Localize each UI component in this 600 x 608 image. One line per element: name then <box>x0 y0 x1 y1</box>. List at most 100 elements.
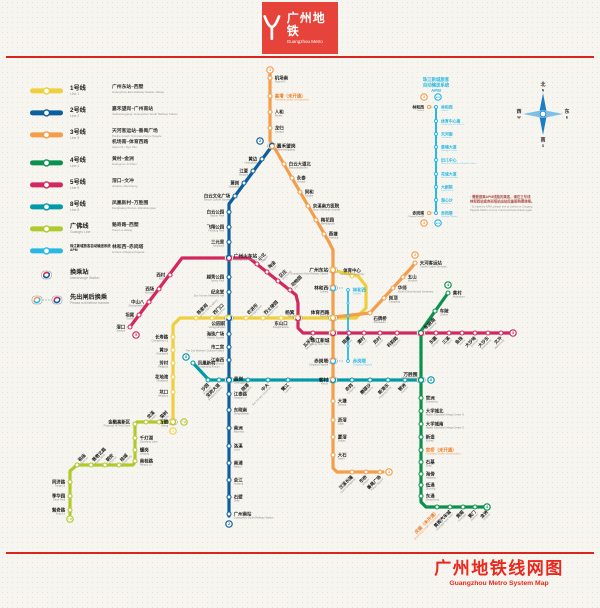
station-datang <box>330 398 336 404</box>
legend-dest-zh: 凤凰新村–万胜围 <box>112 200 149 206</box>
svg-text:金洲Jinzhou: 金洲Jinzhou <box>478 508 492 522</box>
station-jiangnanxi <box>226 357 232 363</box>
terminus-badge-广佛 <box>66 515 74 523</box>
station-gangding <box>381 295 387 301</box>
station-xilang-arc2 <box>170 420 177 426</box>
station-xinzao <box>418 434 424 440</box>
legend-station-dot <box>42 158 51 167</box>
station-label-huangge: 黄阁Huangge <box>454 508 467 522</box>
legend-station-dot <box>42 87 51 95</box>
compass-label: S <box>542 144 545 148</box>
station-shipaiqiao <box>367 310 373 316</box>
svg-text:菊树Jushu: 菊树Jushu <box>158 409 171 422</box>
legend-dest-en: Guangzhou East Railway Station–Xilang <box>112 89 164 94</box>
station-label-nongjiangsuo: 农讲所Nongjiangsuo <box>245 302 263 318</box>
compass-label: N <box>542 89 545 93</box>
svg-text:猎德Liede: 猎德Liede <box>340 334 353 347</box>
terminus-badge-label: APM <box>436 96 441 99</box>
svg-text:动物园Zoo: 动物园Zoo <box>289 274 305 290</box>
apm-inset-l3-linhexi <box>427 105 431 109</box>
station-pujun-beilu <box>88 462 94 468</box>
svg-text:鹭江Lujiang: 鹭江Lujiang <box>279 381 292 394</box>
terminus-badge-label: 广佛 <box>182 420 186 424</box>
exit-transfer-icon-b-arc <box>53 297 61 304</box>
legend-dest-zh: 林和西–赤岗塔 <box>112 244 144 250</box>
station-shiqi <box>418 459 424 465</box>
svg-text:新港东Xingang Dong: 新港东Xingang Dong <box>374 381 392 399</box>
station-guanqiao-under-construction <box>418 447 424 453</box>
station-kuiqi-lu <box>67 507 73 513</box>
legend-icon-l4 <box>30 158 63 167</box>
svg-text:车陂南Chebeinan: 车陂南Chebeinan <box>422 316 439 333</box>
svg-text:汉溪长隆Hanxi Changlong: 汉溪长隆Hanxi Changlong <box>336 473 357 494</box>
station-feixiang-park <box>226 224 232 230</box>
legend-dest-en: Jiahewanggang–Guangzhou South Railway St… <box>112 111 178 116</box>
station-nongjiangsuo <box>243 315 249 321</box>
station-tianhe-sports-center <box>349 273 355 279</box>
station-label-keyunlu: 科韵路Keyunlu <box>385 334 401 349</box>
station-dichong <box>418 482 424 488</box>
station-label-dongpu: 东圃Dongpu <box>427 334 440 347</box>
station-chen-clan-academy <box>193 315 199 321</box>
station-sun-yat-sen-memorial-hall <box>226 289 232 295</box>
station-guangzhou-south-railway-station <box>226 511 232 517</box>
legend-icon-gf <box>30 224 63 233</box>
station-label-longxi: 龙溪Longxi <box>145 409 157 422</box>
svg-text:磨碟沙Modiesha: 磨碟沙Modiesha <box>358 381 375 398</box>
apm-note-line: 林和西站或赤岗塔站出站后重新购票转乘。 <box>470 199 534 204</box>
legend-dest-en: Linhexi–Chigang Pagoda <box>112 249 145 254</box>
terminus-badge-广佛 <box>180 418 188 426</box>
station-label-guanqiao-under-construction: 官桥（未开通）Guanqiao (under construction) <box>426 447 461 456</box>
station-label-sanxi: 三溪Sanxi <box>440 334 453 346</box>
terminus-badge-label: 2 <box>228 522 230 526</box>
terminus-badge-label: 5 <box>512 331 514 335</box>
station-xingang-dong <box>385 377 391 383</box>
station-yongtai <box>289 175 295 181</box>
compass-hub <box>539 110 547 118</box>
